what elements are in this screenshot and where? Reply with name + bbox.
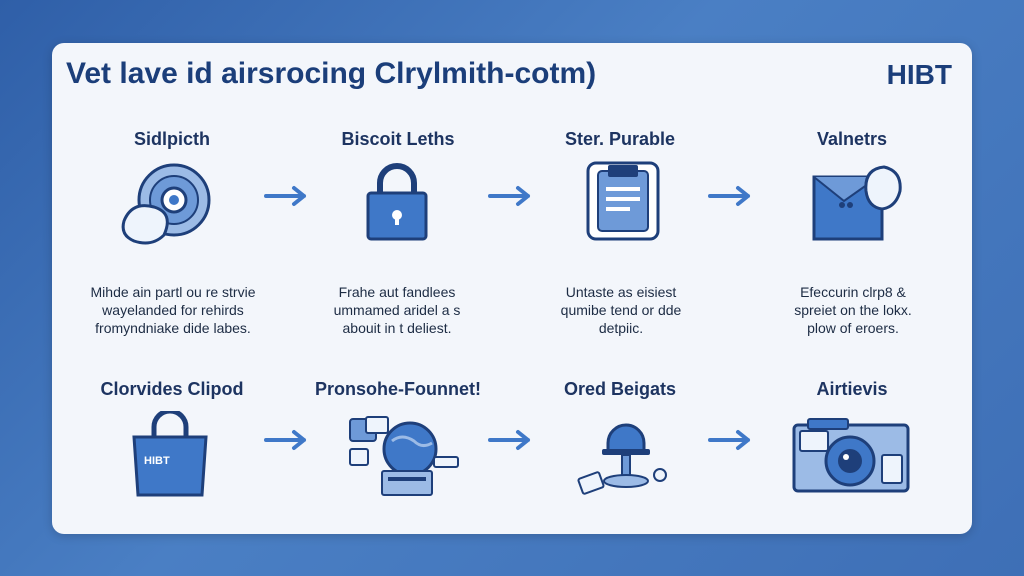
step-label-4: Valnetrs	[816, 129, 888, 149]
step-label-8: Airtievis	[816, 379, 888, 399]
step-label-7: Ored Beigats	[563, 379, 677, 399]
arrow-right-icon	[264, 186, 306, 206]
step-description-3: Untaste as eisiest qumibe tend or dde de…	[560, 284, 682, 336]
step-label-5: Clorvides Clipod	[100, 379, 244, 399]
step-description-2: Frahe aut fandlees ummamed aridel a s ab…	[333, 284, 461, 336]
diagram-title: Vet lave id airsrocing Clrylmith-cotm)	[66, 57, 597, 90]
brand-logo-text: HIBT	[886, 59, 952, 90]
arrow-right-icon	[708, 430, 750, 450]
step-label-1: Sidlpicth	[134, 129, 210, 149]
arrow-right-icon	[488, 430, 530, 450]
padlock-icon	[366, 163, 428, 241]
arrow-right-icon	[264, 430, 306, 450]
bag-label: HIBT	[144, 455, 170, 467]
camera-device-icon	[792, 418, 910, 493]
step-label-6: Pronsohe-Founnet!	[315, 379, 481, 399]
arrow-right-icon	[488, 186, 530, 206]
workstation-globe-icon	[349, 416, 459, 496]
step-label-2: Biscoit Leths	[341, 129, 455, 149]
arrow-right-icon	[708, 186, 750, 206]
shopping-bag-icon: HIBT	[130, 411, 210, 499]
step-description-1: Mihde ain partl ou re strvie wayelanded …	[90, 284, 256, 336]
diagram-card: Vet lave id airsrocing Clrylmith-cotm) H…	[52, 43, 972, 534]
robot-arm-icon	[577, 423, 667, 495]
document-badge-icon	[586, 161, 660, 241]
step-description-4: Efeccurin clrp8 & spreiet on the lokx. p…	[794, 284, 912, 336]
step-label-3: Ster. Purable	[564, 129, 676, 149]
wallet-shield-icon	[812, 165, 902, 241]
disc-shield-icon	[121, 163, 211, 245]
